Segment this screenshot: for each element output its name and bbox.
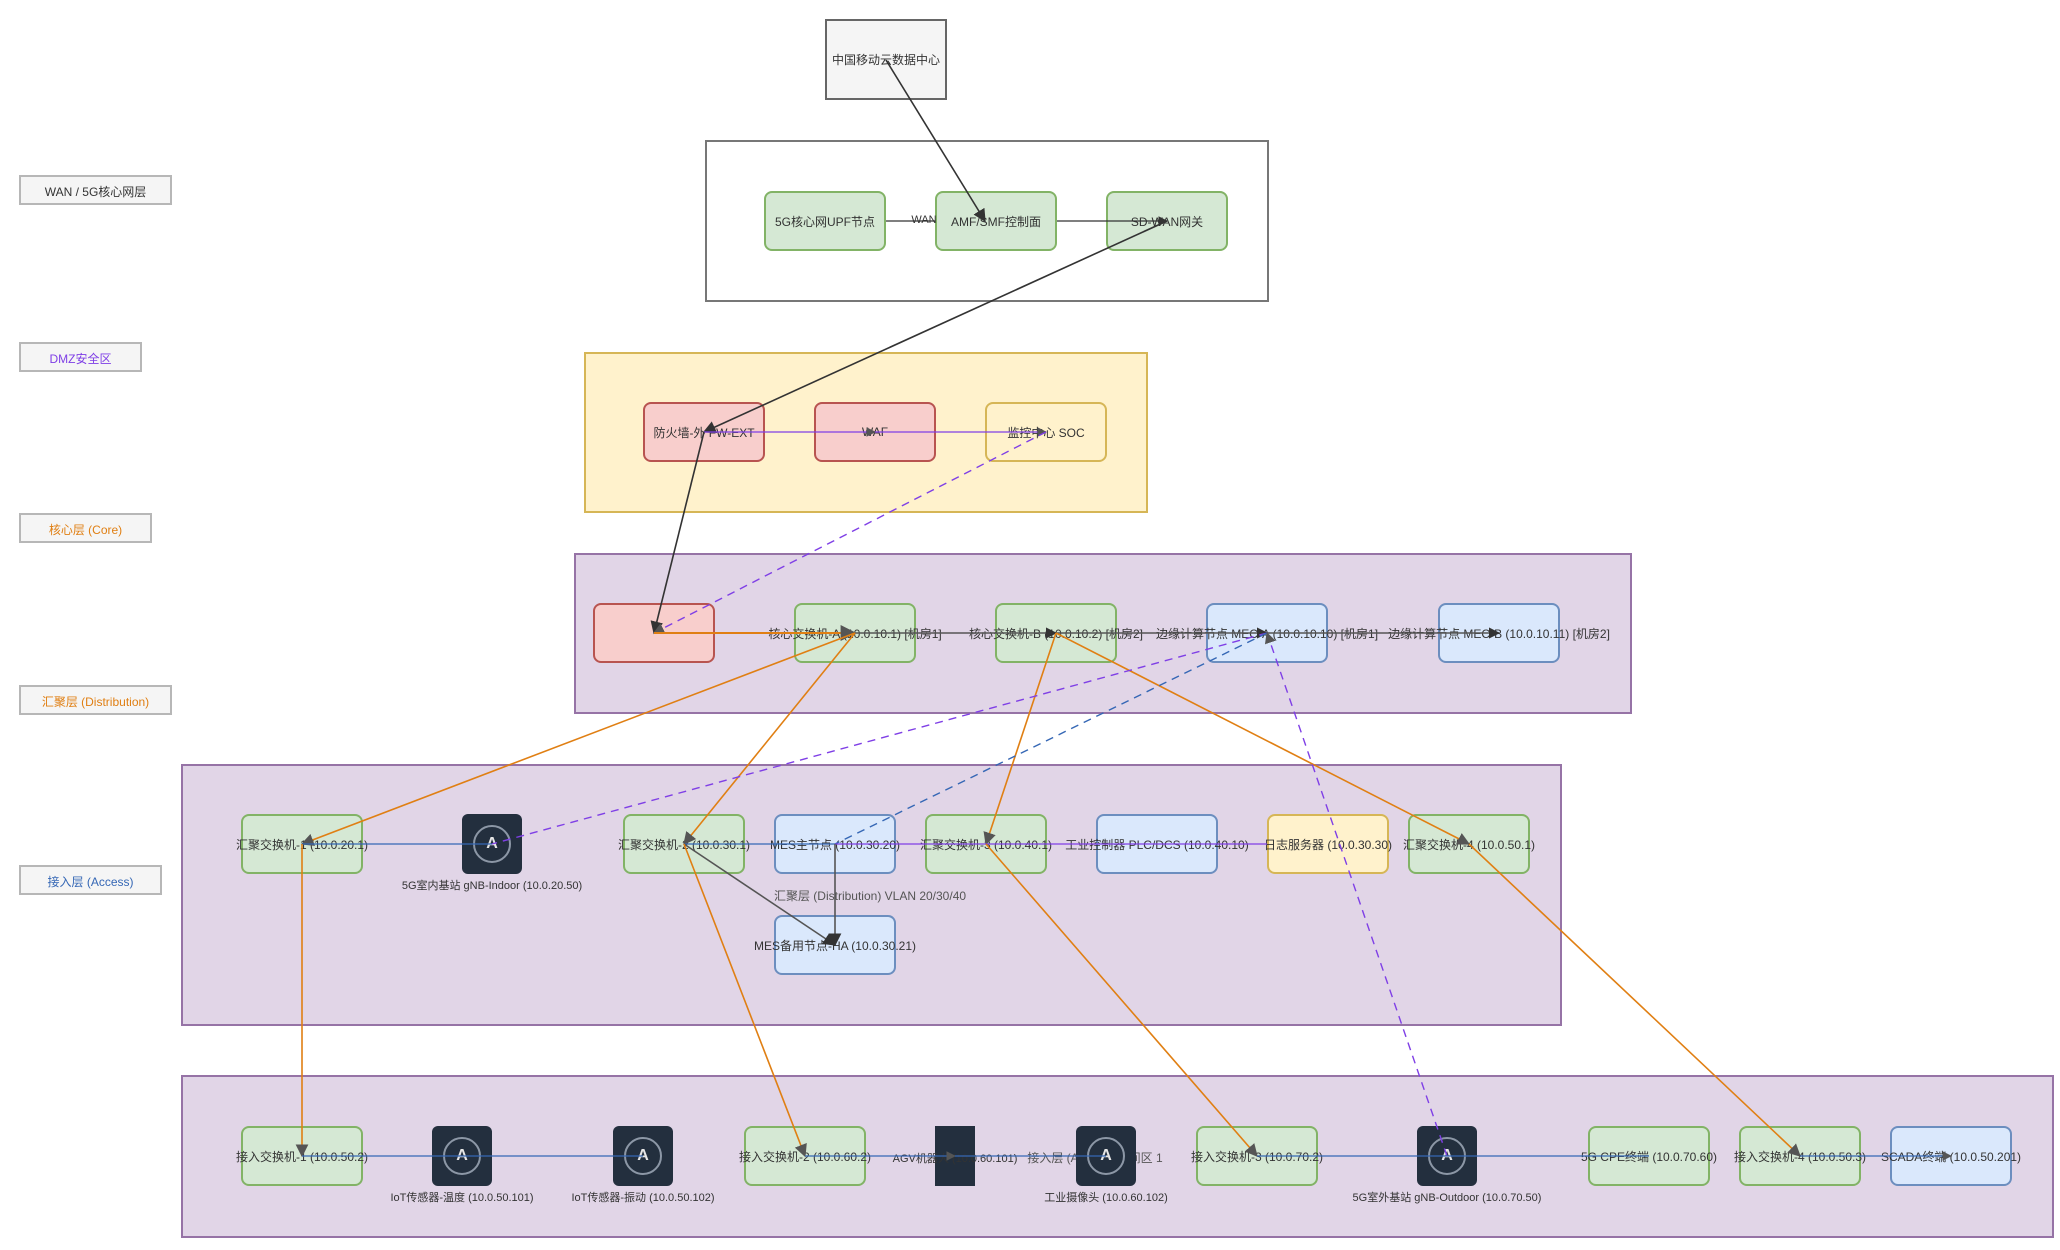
link-coreb-agg3 — [983, 632, 1057, 846]
gnb-indoor-caption: 5G室内基站 gNB-Indoor (10.0.20.50) — [401, 880, 583, 892]
wan-edge-label: WAN — [911, 214, 937, 226]
gnb-outdoor-caption: 5G室外基站 gNB-Outdoor (10.0.70.50) — [1352, 1192, 1542, 1204]
link-cloud-amf — [885, 59, 986, 223]
link-agg2-acc2 — [683, 843, 807, 1158]
link-fwext-fwint — [650, 431, 705, 635]
link-meca-mes — [834, 632, 1268, 845]
iot-vibration-caption: IoT传感器-振动 (10.0.50.102) — [571, 1192, 715, 1204]
iot-temp-caption: IoT传感器-温度 (10.0.50.101) — [390, 1192, 534, 1204]
link-coreb-agg4 — [1055, 632, 1471, 845]
industrial-camera-caption: 工业摄像头 (10.0.60.102) — [1044, 1192, 1168, 1204]
layer-label-distribution: 汇聚层 (Distribution) — [19, 685, 172, 715]
layer-label-core: 核心层 (Core) — [19, 513, 152, 543]
link-agg3-acc3 — [985, 843, 1258, 1157]
link-meca-gnbin — [491, 632, 1268, 845]
layer-label-wan: WAN / 5G核心网层 — [19, 175, 172, 205]
link-gnbout-meca — [1264, 631, 1448, 1157]
link-corea-agg2 — [683, 632, 856, 845]
link-agg4-acc4 — [1468, 843, 1801, 1157]
link-sdwan-fwext — [702, 220, 1168, 434]
distribution-zone-caption: 汇聚层 (Distribution) VLAN 20/30/40 — [773, 889, 967, 903]
link-corea-agg1 — [300, 632, 856, 846]
layer-label-access: 接入层 (Access) — [19, 865, 162, 895]
layer-label-dmz: DMZ安全区 — [19, 342, 142, 372]
link-soc-fwint — [653, 431, 1047, 634]
distribution-zone — [181, 764, 1562, 1026]
link-agg2-mesha — [683, 843, 837, 946]
